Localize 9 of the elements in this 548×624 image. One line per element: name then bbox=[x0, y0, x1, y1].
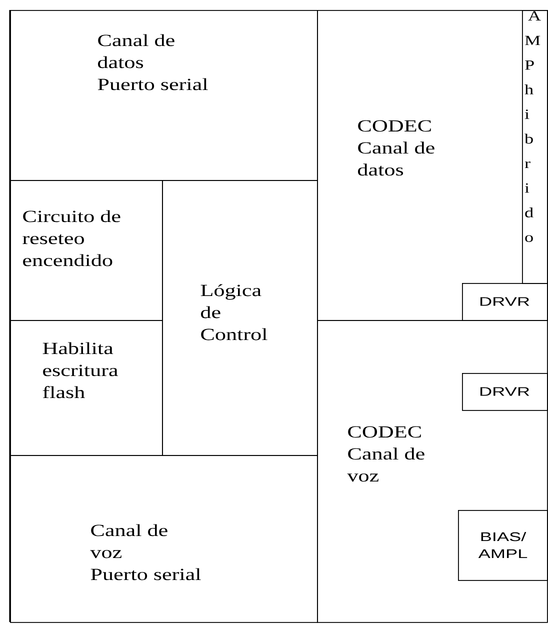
small-box: BIAS/ AMPL bbox=[458, 510, 548, 581]
block-box: Canal de datos Puerto serial bbox=[10, 10, 318, 181]
block-box: Circuito de reseteo encendido bbox=[10, 180, 163, 321]
block-box: Lógica de Control bbox=[162, 180, 318, 456]
small-box: DRVR bbox=[462, 373, 548, 411]
block-box: Habilita escritura flash bbox=[10, 320, 163, 456]
block-box: Canal de voz Puerto serial bbox=[10, 455, 318, 623]
small-box: DRVR bbox=[462, 283, 548, 321]
strip-box: AMP hibrido bbox=[522, 10, 548, 284]
